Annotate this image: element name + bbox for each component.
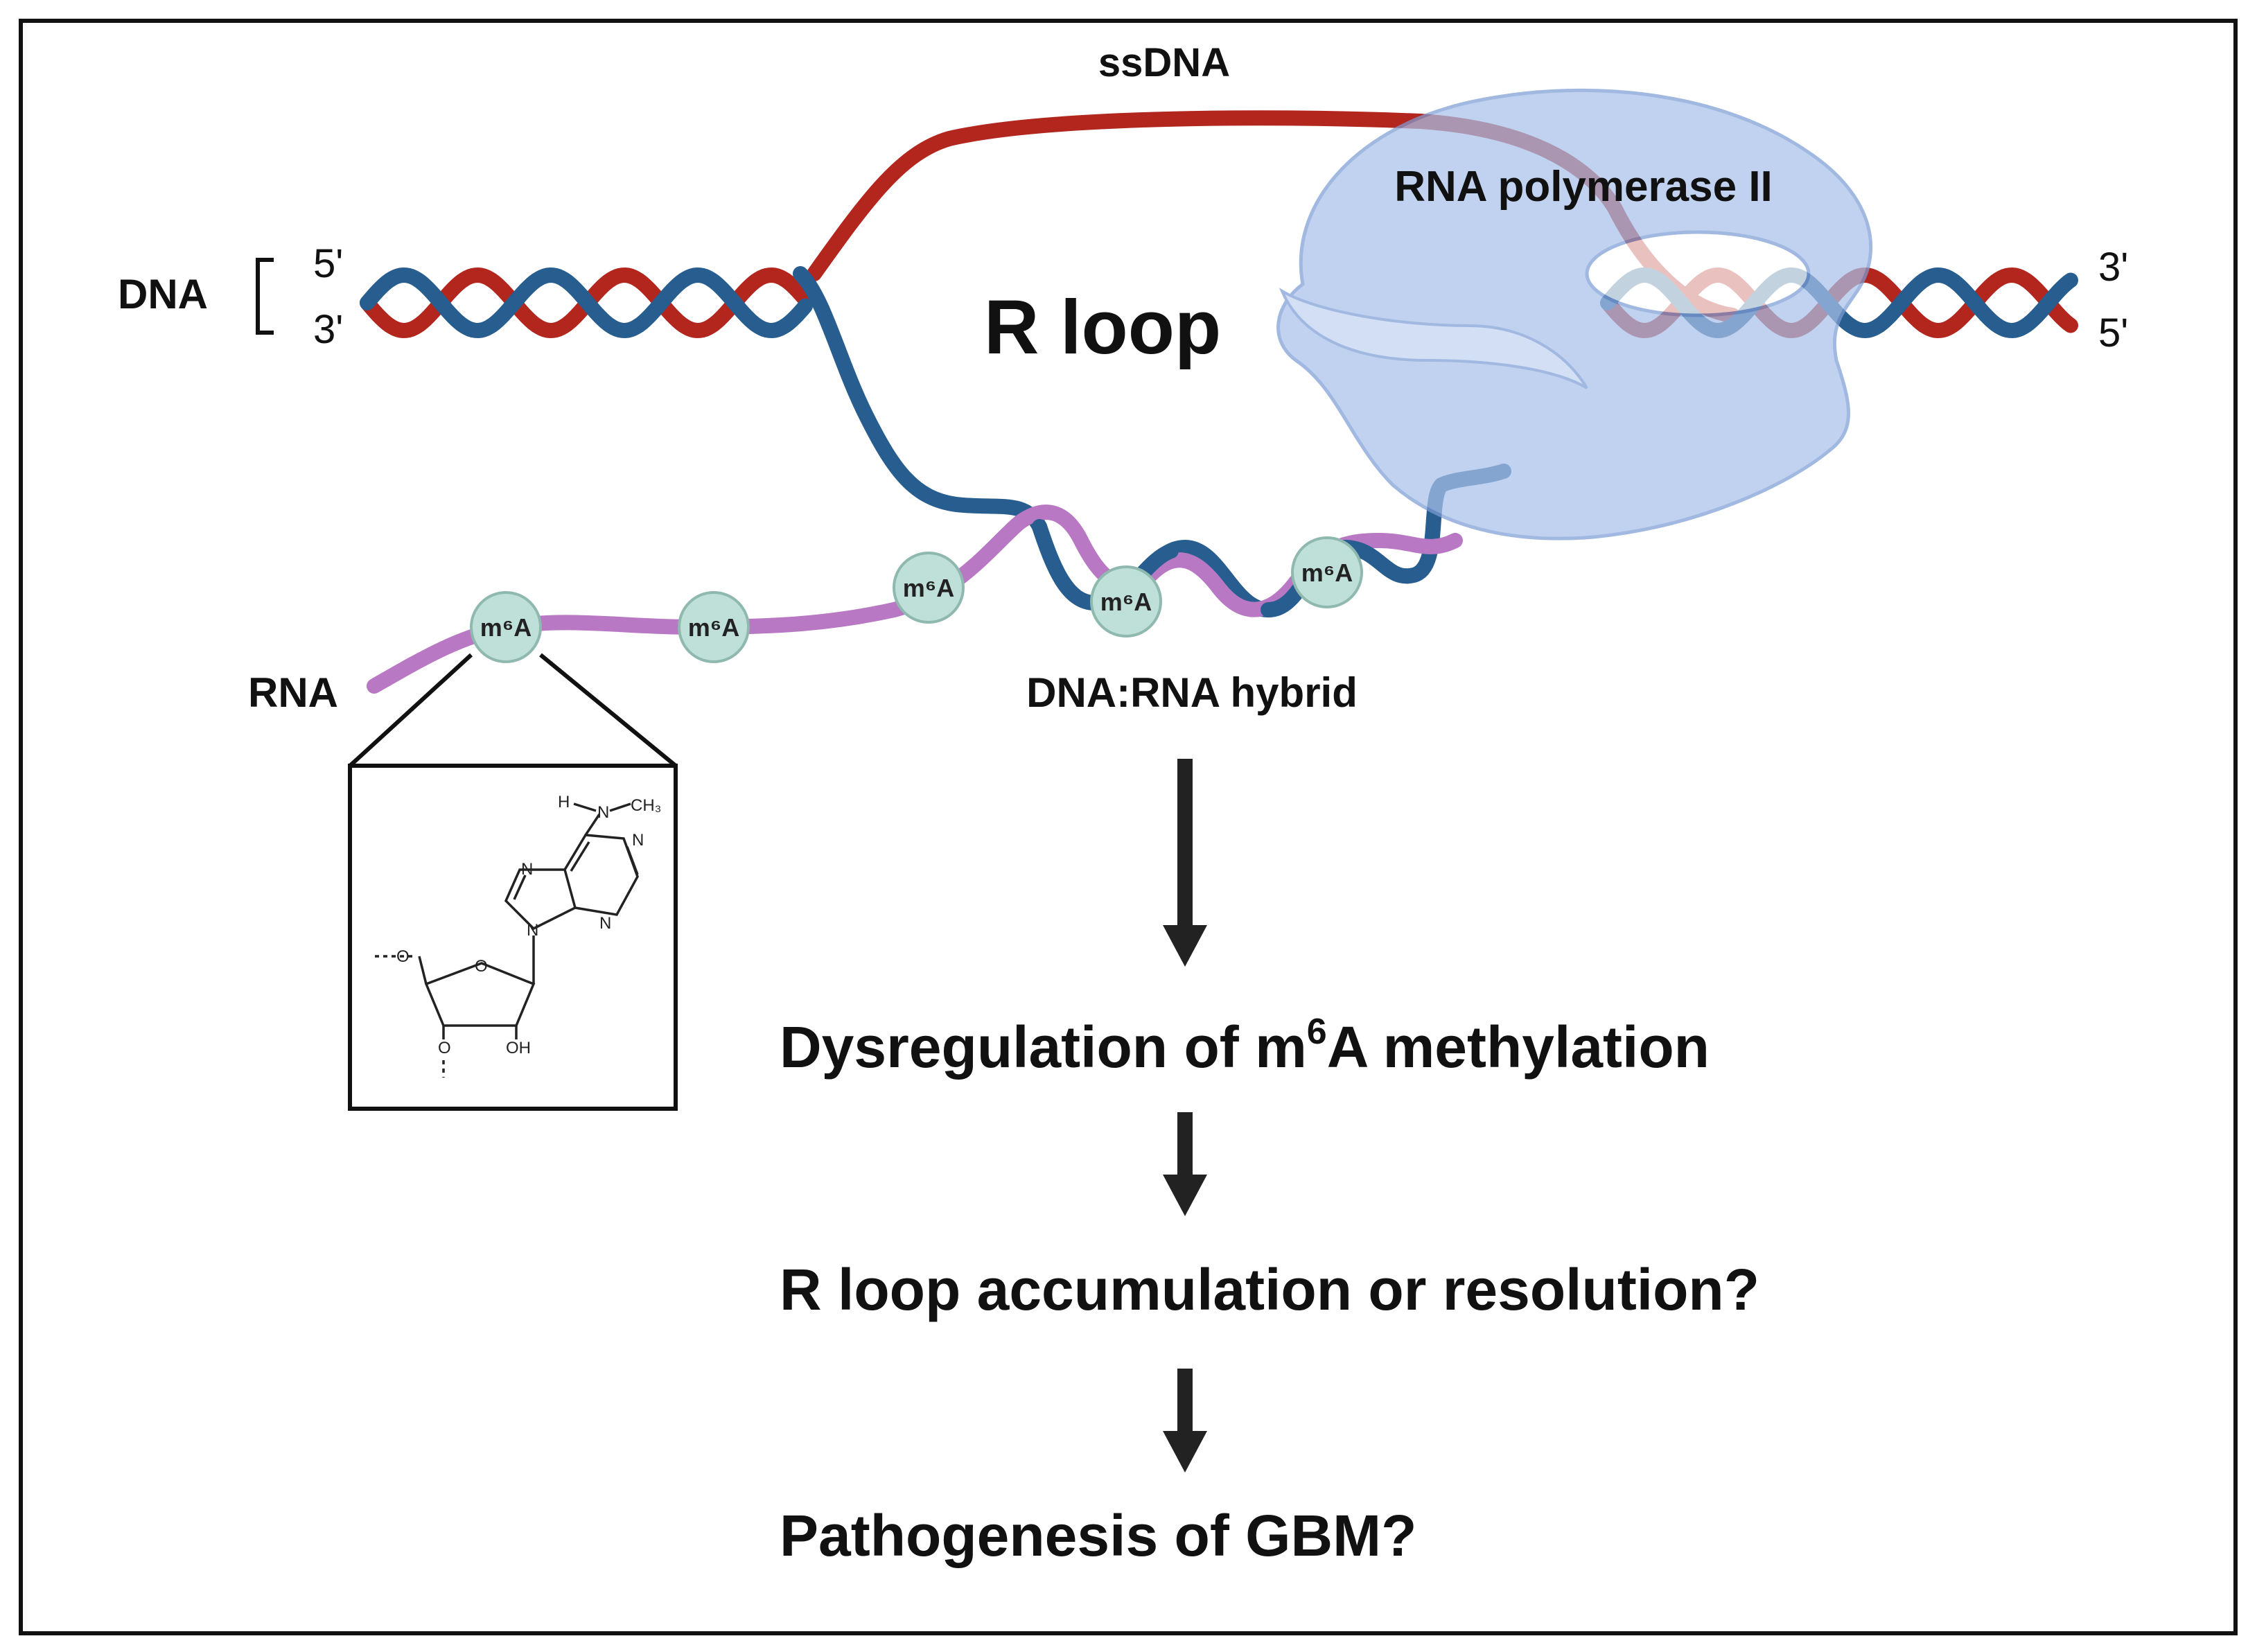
flow-arrow-1	[1163, 759, 1207, 967]
m6a-mark-circle	[1291, 536, 1363, 608]
m6a-structure-box	[348, 764, 678, 1111]
polymerase-body	[1276, 88, 1872, 541]
pyrimidine-double	[570, 841, 590, 872]
dna-rna-hybrid-label: DNA:RNA hybrid	[1026, 669, 1358, 716]
ssdna-label: ssDNA	[1098, 40, 1230, 85]
pyrimidine-double-2	[626, 846, 639, 875]
m6a-mark-label: m⁶A	[903, 574, 955, 602]
m6a-mark-label: m⁶A	[480, 613, 532, 642]
left-top-end-label: 5'	[313, 241, 343, 286]
dna-bracket	[256, 258, 274, 335]
left-bottom-end-label: 3'	[313, 307, 343, 352]
amine-h-bond	[573, 802, 597, 812]
m6a-mark-label: m⁶A	[688, 613, 740, 642]
atom-h: H	[558, 793, 570, 811]
flow-step-1: Dysregulation of m6A methylation	[780, 1012, 1710, 1080]
r-loop-label: R loop	[984, 285, 1221, 370]
left-dna-duplex	[360, 267, 813, 339]
m6a-mark-circle	[1090, 565, 1162, 638]
m6a-marks: m⁶A m⁶A m⁶A m⁶A m⁶A	[470, 536, 1363, 663]
m6a-mark-circle	[893, 552, 965, 624]
structure-atoms: H N CH₃ N N N N O O O OH	[396, 793, 661, 1057]
flow-step-1-sup: 6	[1307, 1012, 1327, 1052]
figure-frame	[19, 19, 2238, 1635]
m6a-mark-circle	[678, 591, 750, 663]
atom-o3: O	[438, 1039, 451, 1057]
atom-ch3: CH₃	[631, 796, 661, 815]
atom-n9: N	[527, 921, 538, 940]
ribose-ring	[424, 962, 536, 1027]
amine-ch3-bond	[609, 802, 631, 812]
flow-arrow-2	[1163, 1112, 1207, 1216]
atom-n1: N	[632, 831, 644, 850]
atom-o5: O	[396, 947, 410, 966]
dna-label: DNA	[118, 271, 208, 317]
right-top-end-label: 3'	[2098, 245, 2128, 290]
polymerase-channel	[1585, 230, 1811, 317]
atom-n-amine: N	[597, 803, 609, 822]
m6a-mark-label: m⁶A	[1301, 559, 1353, 587]
zoom-line-left	[348, 653, 473, 768]
m6a-mark-label: m⁶A	[1100, 588, 1152, 616]
rna-polymerase-ii	[1276, 88, 1872, 541]
zoom-line-right	[539, 653, 677, 768]
ribose-c5	[418, 956, 428, 985]
left-duplex-blue-strand	[360, 267, 813, 339]
polymerase-lobe	[1279, 288, 1588, 389]
m6a-chemical-structure	[374, 802, 639, 1078]
rna-label: RNA	[248, 669, 338, 716]
m6a-mark-circle	[470, 591, 542, 663]
right-bottom-end-label: 5'	[2098, 310, 2128, 355]
flow-step-1-prefix: Dysregulation of m	[780, 1014, 1307, 1080]
imidazole-double	[513, 875, 527, 900]
amine-bond	[584, 814, 601, 836]
flow-arrow-3	[1163, 1369, 1207, 1473]
flow-step-1-suffix: A methylation	[1327, 1014, 1710, 1080]
atom-o-ring: O	[475, 957, 488, 976]
atom-oh: OH	[506, 1039, 531, 1057]
imidazole-ring	[504, 868, 577, 931]
atom-n3: N	[599, 914, 611, 933]
flow-step-3: Pathogenesis of GBM?	[780, 1503, 1416, 1568]
atom-n7: N	[521, 860, 533, 879]
flow-step-2: R loop accumulation or resolution?	[780, 1257, 1759, 1322]
polymerase-label: RNA polymerase II	[1394, 163, 1773, 211]
